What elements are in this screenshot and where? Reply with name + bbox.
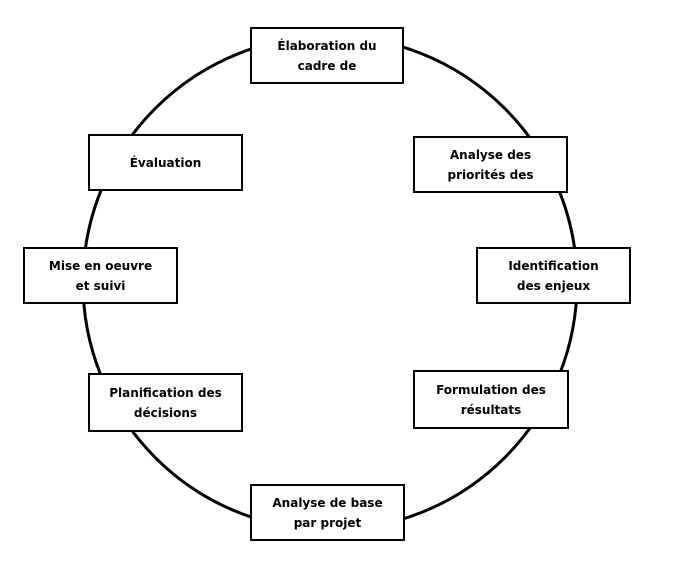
- step-analyse-priorites: Analyse des priorités des: [413, 136, 568, 193]
- step-evaluation: Évaluation: [88, 134, 243, 191]
- step-analyse-base-projet: Analyse de base par projet: [250, 484, 405, 541]
- step-planification-decisions: Planification des décisions: [88, 373, 243, 432]
- step-identification-enjeux: Identification des enjeux: [476, 247, 631, 304]
- step-mise-en-oeuvre-suivi: Mise en oeuvre et suivi: [23, 247, 178, 304]
- step-formulation-resultats: Formulation des résultats: [413, 370, 569, 429]
- step-elaboration-cadre: Élaboration du cadre de: [250, 27, 404, 84]
